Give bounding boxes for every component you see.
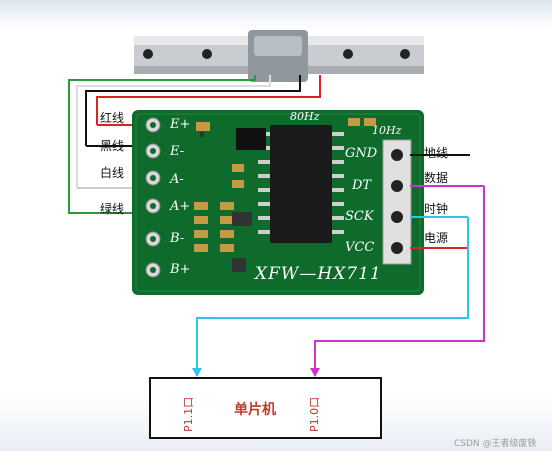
hx711-board	[132, 110, 424, 295]
pin-dt: DT	[352, 178, 372, 193]
sensor-wires	[68, 75, 321, 214]
wire-label-clock: 时钟	[424, 202, 449, 216]
pin-vcc: VCC	[345, 240, 375, 255]
wire-label-ground: 地线	[424, 146, 449, 160]
wire-label-black: 黑线	[100, 139, 125, 153]
watermark: CSDN @王者级废铁	[454, 439, 537, 449]
pin-a-minus: A-	[170, 172, 184, 187]
background-top	[0, 0, 552, 30]
wire-label-power: 电源	[424, 231, 449, 245]
pin-gnd: GND	[345, 146, 378, 161]
port-p1-1-label: P1.1口	[182, 396, 195, 432]
freq-10hz-label: 10Hz	[372, 124, 402, 137]
freq-80hz-label: 80Hz	[290, 110, 320, 123]
mcu-box	[149, 377, 382, 439]
pin-b-plus: B+	[170, 262, 191, 277]
wire-label-white: 白线	[100, 166, 125, 180]
pin-a-plus: A+	[170, 199, 191, 214]
wire-label-red: 红线	[100, 111, 125, 125]
port-p1-0-label: P1.0口	[308, 396, 321, 432]
pin-e-minus: E-	[170, 144, 185, 159]
board-model-label: XFW—HX711	[255, 264, 382, 284]
pin-sck: SCK	[345, 209, 374, 224]
pin-e-plus: E+	[170, 117, 191, 132]
load-cell	[134, 30, 424, 82]
wire-label-green: 绿线	[100, 202, 125, 216]
output-wires	[192, 154, 485, 377]
wire-label-data: 数据	[424, 171, 449, 185]
pin-b-minus: B-	[170, 231, 185, 246]
mcu-title: 单片机	[234, 402, 276, 418]
